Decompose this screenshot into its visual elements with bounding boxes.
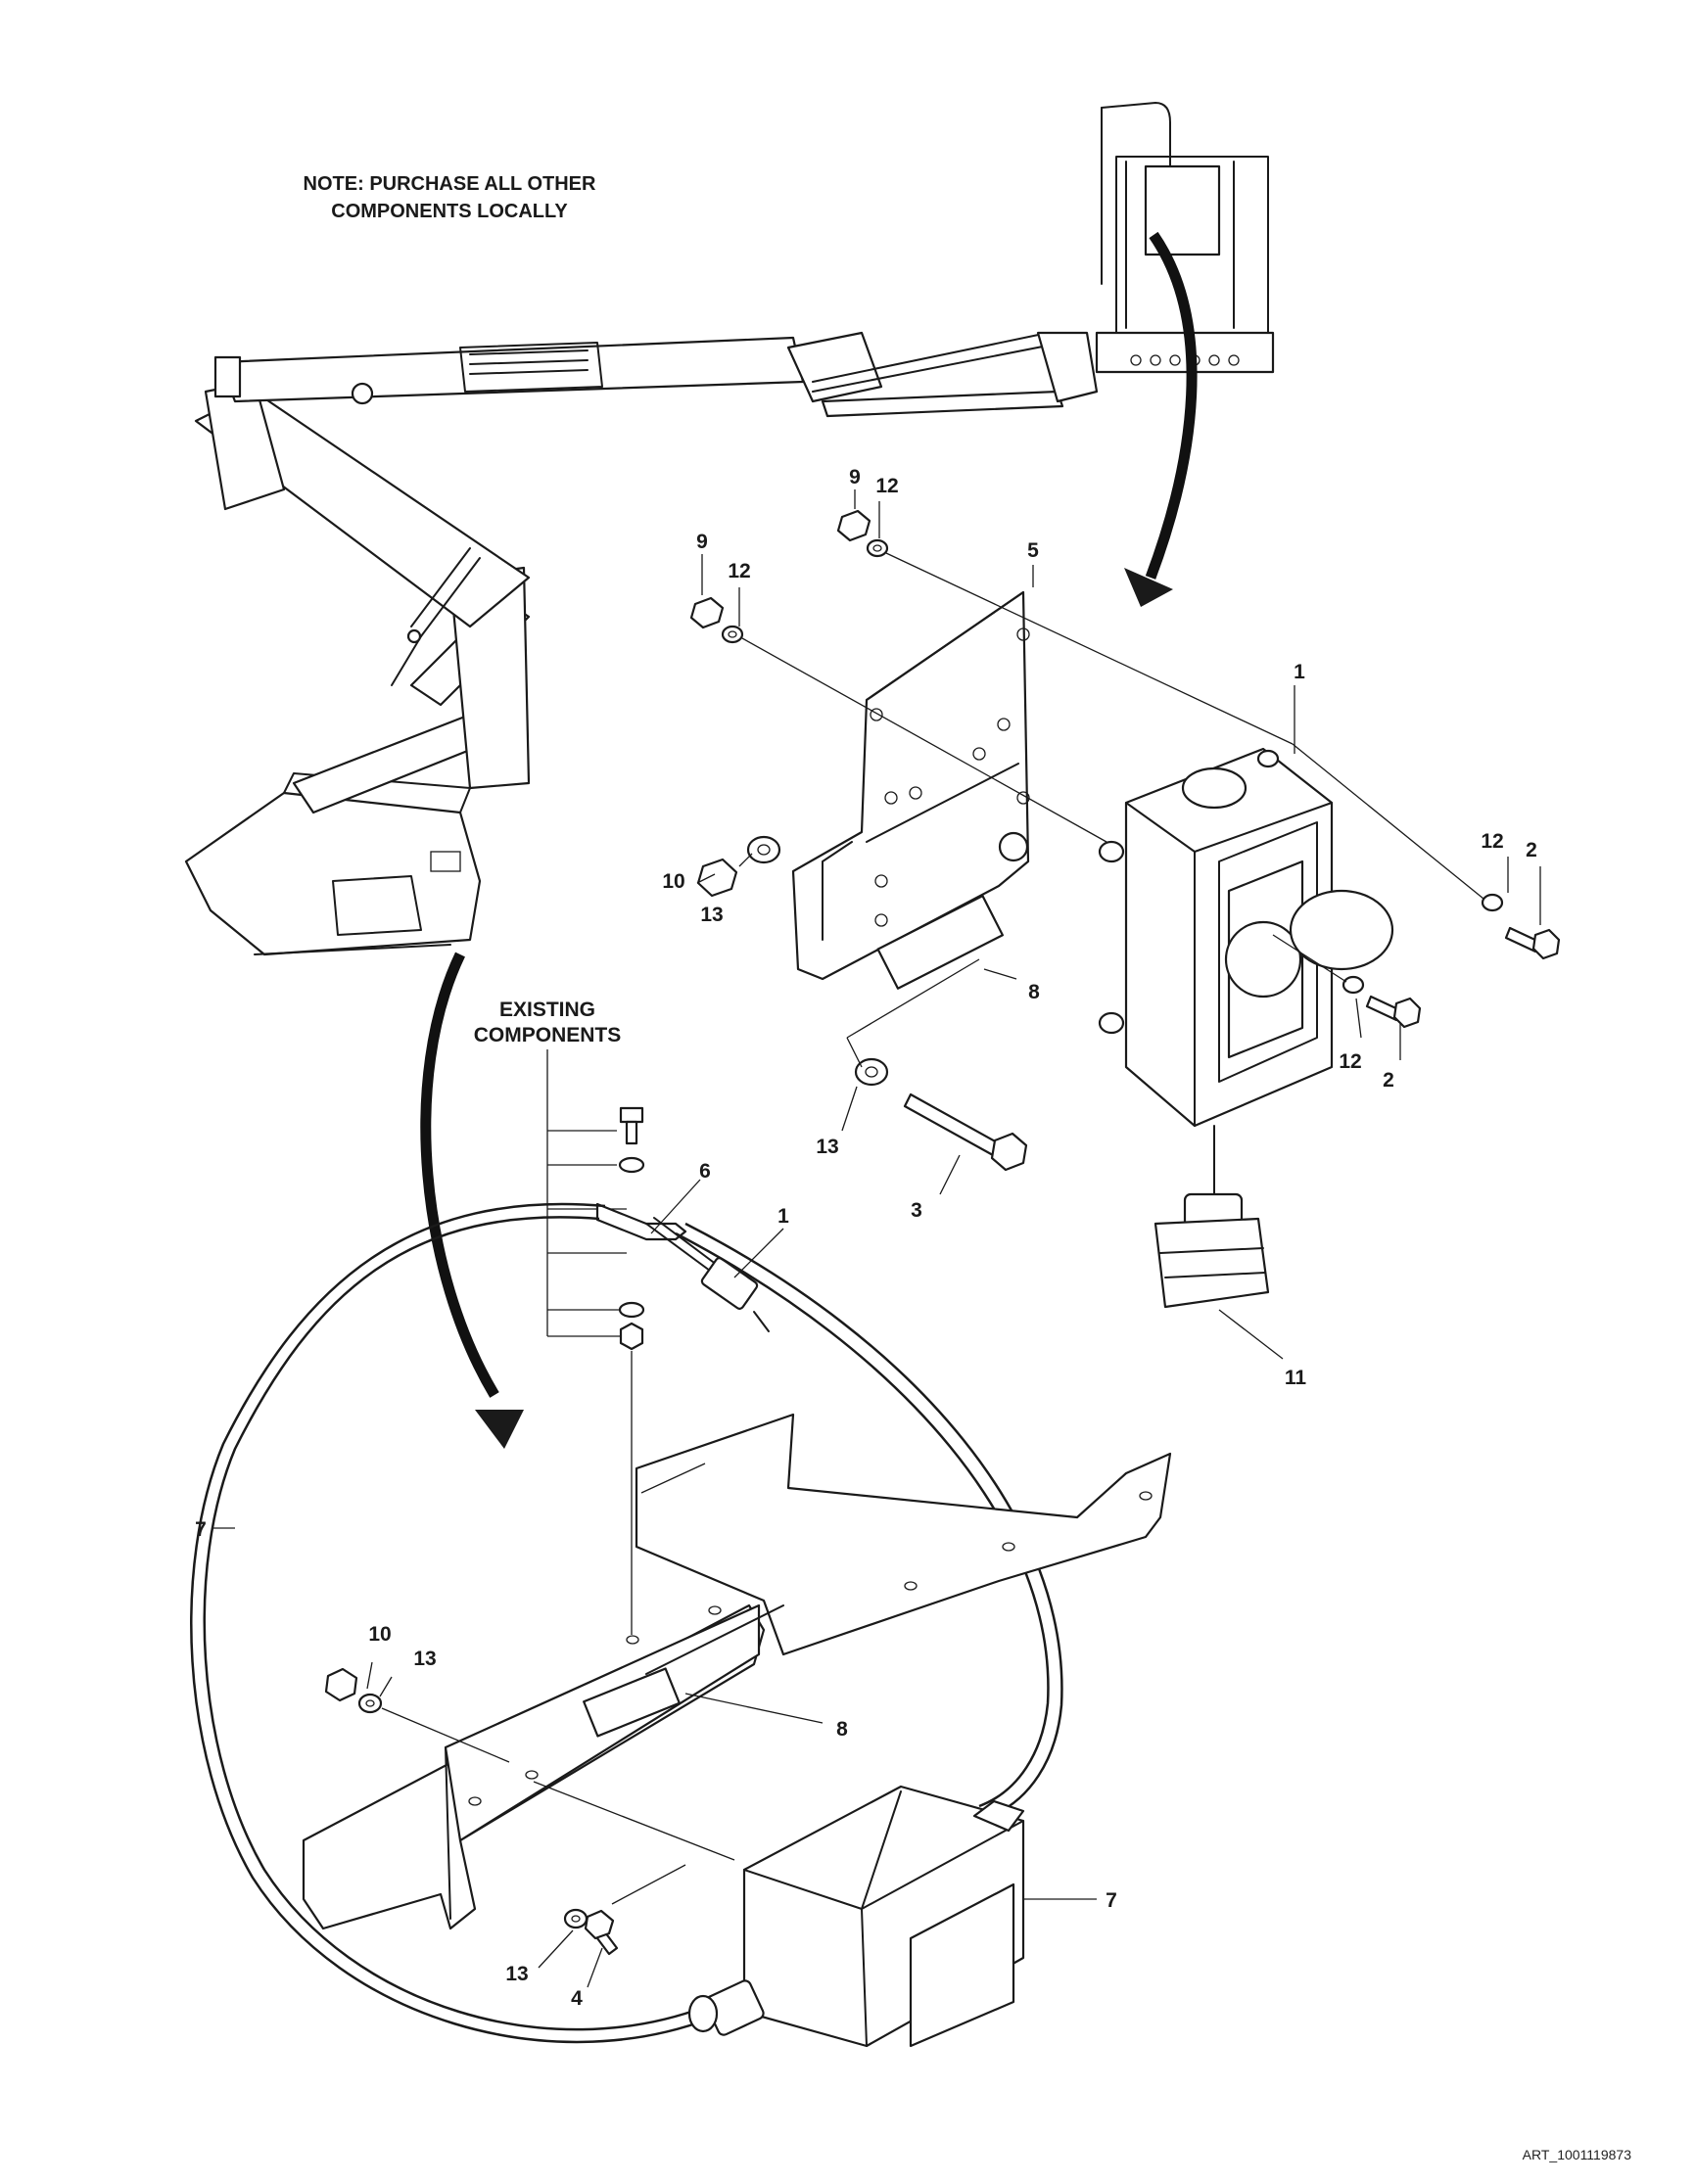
nut-9-lower <box>689 596 725 629</box>
callout-5: 5 <box>1027 539 1039 562</box>
upper-hardware <box>689 509 1561 1172</box>
callout-12-top: 12 <box>875 475 898 497</box>
callout-13-lower-right: 13 <box>413 1648 436 1670</box>
art-id: ART_1001119873 <box>1523 2147 1632 2162</box>
callout-8-upper: 8 <box>1028 981 1040 1003</box>
callout-12-lower: 12 <box>1339 1050 1361 1073</box>
callout-12-right: 12 <box>1481 830 1503 853</box>
callout-2-lower: 2 <box>1383 1069 1394 1092</box>
lower-hardware <box>324 1667 735 1956</box>
callout-13-mid: 13 <box>816 1136 838 1158</box>
callout-12-mid: 12 <box>728 560 750 582</box>
purchase-note-line-1: NOTE: PURCHASE ALL OTHER <box>304 173 596 195</box>
existing-components-line-2: COMPONENTS <box>474 1024 622 1046</box>
callout-10-upper: 10 <box>662 870 684 893</box>
arrow-to-base-assembly <box>420 952 524 1449</box>
cord-grip <box>1154 1125 1270 1309</box>
callout-9-top: 9 <box>849 466 861 488</box>
callout-2-right: 2 <box>1526 839 1537 861</box>
boom-lift-drawing <box>184 102 1275 956</box>
callout-8-lower: 8 <box>836 1718 848 1741</box>
callout-13-bottom: 13 <box>505 1963 528 1985</box>
base-mounting-bracket <box>302 1413 1172 1930</box>
purchase-note-line-2: COMPONENTS LOCALLY <box>331 201 568 222</box>
callout-11: 11 <box>1285 1367 1307 1389</box>
callout-9-mid: 9 <box>696 531 708 553</box>
callout-7-right: 7 <box>1106 1889 1117 1912</box>
callout-7-left: 7 <box>195 1518 207 1541</box>
power-cord <box>190 1202 1063 2044</box>
junction-box <box>687 1785 1025 2048</box>
callout-10-lower: 10 <box>368 1623 391 1646</box>
callout-13-upper: 13 <box>700 904 723 926</box>
callout-4: 4 <box>571 1987 583 2010</box>
nut-9-upper <box>836 509 871 542</box>
callout-6: 6 <box>699 1160 711 1183</box>
existing-components-line-1: EXISTING <box>499 999 595 1021</box>
platform-mounting-bracket <box>791 590 1030 990</box>
callout-1-lower: 1 <box>777 1205 789 1228</box>
callout-1-upper: 1 <box>1294 661 1305 683</box>
leader-lines <box>213 489 1541 1988</box>
callout-3: 3 <box>911 1199 922 1222</box>
callout-numbers: 9 12 9 12 5 1 12 2 10 13 8 12 2 13 3 6 1… <box>195 466 1537 2010</box>
arrow-to-platform-assembly <box>1124 231 1198 607</box>
